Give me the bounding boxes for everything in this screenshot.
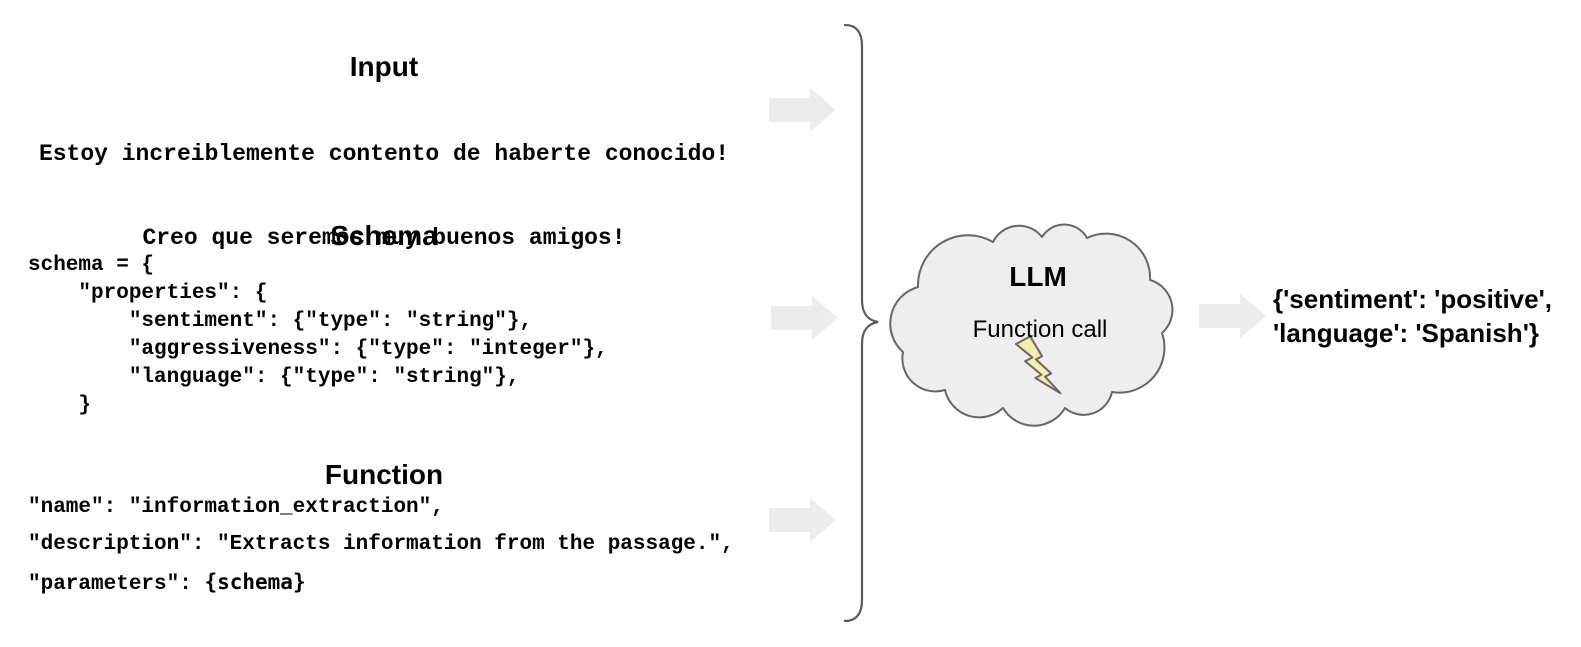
output-text-line-2: 'language': 'Spanish'}: [1273, 318, 1539, 348]
grouping-brace: [843, 23, 879, 623]
function-parameters-key: "parameters":: [28, 573, 205, 596]
function-arrow: [769, 498, 836, 542]
llm-label: LLM: [1009, 261, 1067, 292]
function-section-title: Function: [324, 459, 444, 490]
function-name-line: "name": "information_extraction",: [28, 496, 444, 519]
input-text-line-1: Estoy increiblemente contento de haberte…: [38, 141, 730, 167]
schema-code-block: schema = { "properties": { "sentiment": …: [28, 254, 608, 417]
lightning-bolt-icon: [1014, 335, 1062, 395]
function-call-label: Function call: [972, 316, 1108, 343]
input-text-line-2: Creo que seremos muy buenos amigos!: [142, 225, 626, 251]
input-section-title: Input: [349, 51, 419, 82]
output-text: {'sentiment': 'positive', 'language': 'S…: [1273, 282, 1573, 350]
function-parameters-schema-token: {schema}: [204, 570, 306, 594]
input-text: Estoy increiblemente contento de haberte…: [30, 84, 738, 308]
schema-arrow: [771, 296, 838, 340]
output-text-line-1: {'sentiment': 'positive',: [1273, 284, 1553, 314]
schema-section-title: Schema: [330, 220, 438, 251]
function-parameters-line: "parameters": {schema}: [28, 570, 306, 597]
input-arrow: [769, 88, 836, 132]
function-description-line: "description": "Extracts information fro…: [28, 533, 734, 556]
output-arrow: [1199, 294, 1266, 338]
llm-cloud: [889, 223, 1174, 427]
